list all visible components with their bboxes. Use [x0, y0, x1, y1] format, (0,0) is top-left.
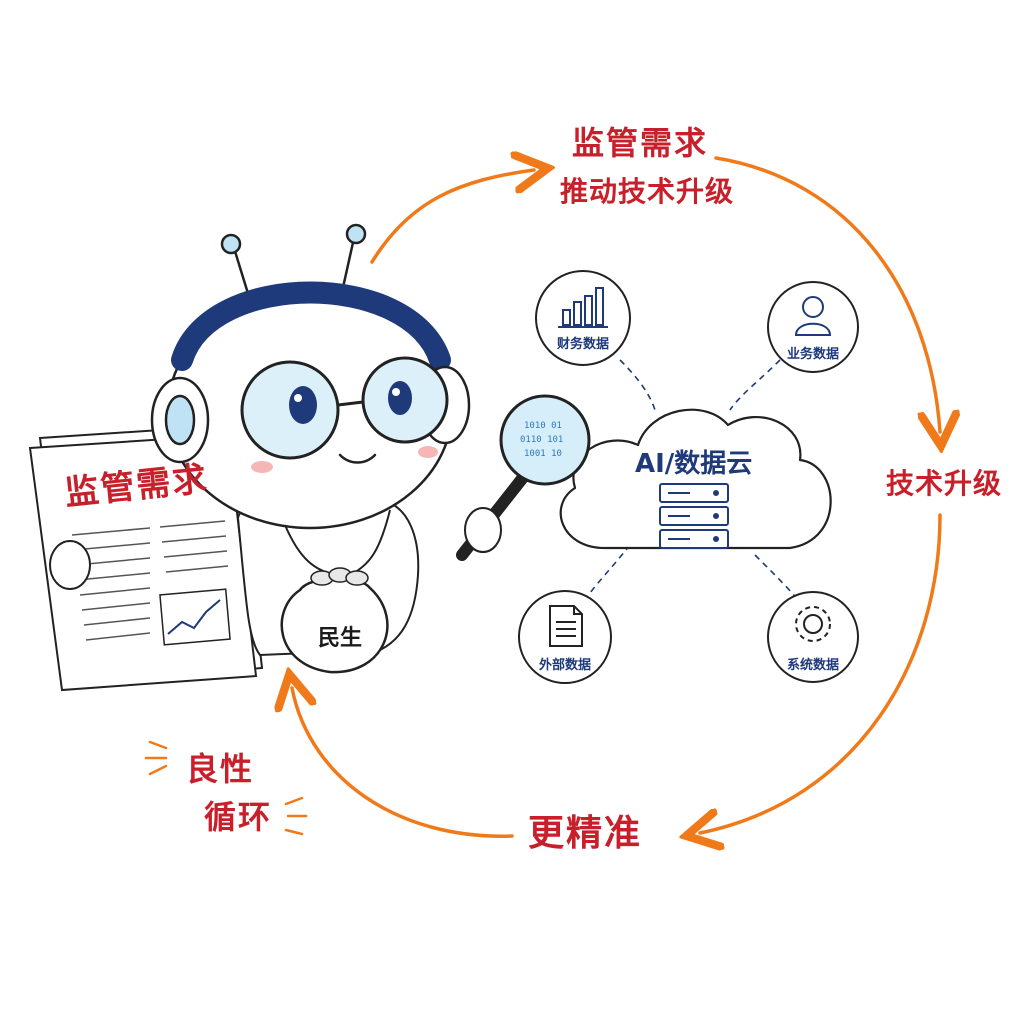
arrow-bottom-left — [292, 688, 514, 838]
node-label-business: 业务数据 — [786, 347, 839, 362]
node-label-finance: 财务数据 — [556, 337, 609, 352]
sparkle-marks — [144, 740, 308, 836]
node-label-system: 系统数据 — [786, 658, 839, 673]
cycle-label-right: 技术升级 — [886, 467, 1003, 500]
cycle-label-top-line2: 推动技术升级 — [560, 175, 735, 208]
server-icon — [659, 483, 729, 549]
node-finance-circle — [535, 270, 631, 366]
data-cloud — [559, 408, 832, 550]
robot-cheek-left — [251, 461, 273, 473]
cloud-label: AI/数据云 — [635, 449, 753, 479]
svg-text:1010 01: 1010 01 — [524, 421, 562, 431]
arrow-right-down — [700, 513, 942, 833]
node-business-circle — [767, 281, 859, 373]
node-system-circle — [767, 591, 859, 683]
gear-icon — [795, 606, 831, 642]
cycle-label-left-line2: 循环 — [204, 798, 273, 836]
user-icon — [794, 296, 832, 336]
coin-icons — [310, 567, 369, 586]
cycle-label-top-line1: 监管需求 — [572, 124, 709, 162]
node-label-external: 外部数据 — [538, 658, 591, 673]
robot-right-hand — [464, 507, 502, 553]
bar-chart-icon — [558, 287, 608, 328]
cycle-label-bottom: 更精准 — [528, 813, 643, 854]
arrow-top-left — [370, 170, 534, 264]
svg-text:0110 101: 0110 101 — [520, 435, 563, 445]
robot-left-hand — [49, 540, 91, 590]
robot-cheek-right — [418, 446, 438, 458]
svg-text:1001 10: 1001 10 — [524, 449, 562, 459]
robot-eyes — [289, 381, 412, 424]
cycle-label-left-line1: 良性 — [186, 750, 255, 788]
bag-label: 民生 — [318, 626, 363, 651]
headphone-band — [171, 281, 451, 371]
newspaper — [28, 423, 264, 692]
robot-smile — [338, 453, 377, 464]
arrow-top-right — [714, 156, 940, 432]
document-icon — [549, 605, 583, 647]
